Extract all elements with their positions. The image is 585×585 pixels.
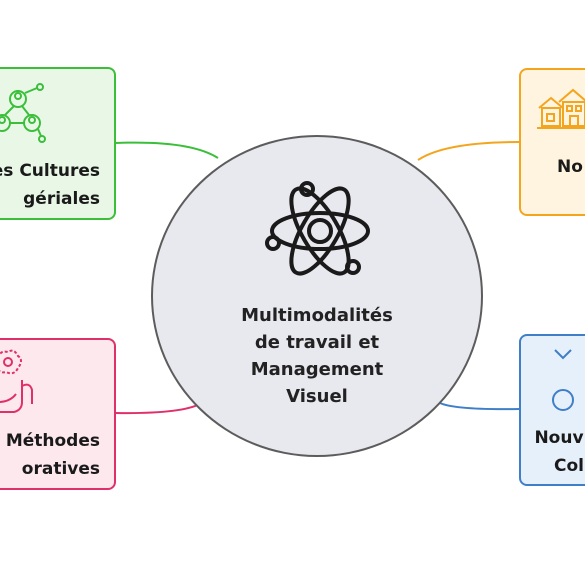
network-people-icon <box>0 77 48 151</box>
connector-top-left <box>115 141 219 159</box>
node-top-left-label: es Cultures gériales <box>0 161 100 209</box>
central-topic-title: Multimodalités de travail et Management … <box>241 305 393 407</box>
node-top-right-label: No <box>557 157 583 177</box>
connector-top-right <box>417 141 520 161</box>
node-bottom-right-label: Nouv Col <box>534 428 584 476</box>
person-icon <box>549 342 585 420</box>
node-bottom-left-label: Méthodes oratives <box>5 431 100 479</box>
atom-icon <box>265 181 375 285</box>
houses-icon <box>537 88 585 134</box>
node-bottom-right[interactable]: Nouv Col <box>519 334 585 486</box>
hand-brain-icon <box>0 346 46 424</box>
node-top-left[interactable]: es Cultures gériales <box>0 67 116 220</box>
connector-bottom-right <box>439 402 520 411</box>
node-top-right[interactable]: No <box>519 68 585 216</box>
node-bottom-left[interactable]: Méthodes oratives <box>0 338 116 490</box>
central-topic[interactable]: Multimodalités de travail et Management … <box>151 135 483 457</box>
